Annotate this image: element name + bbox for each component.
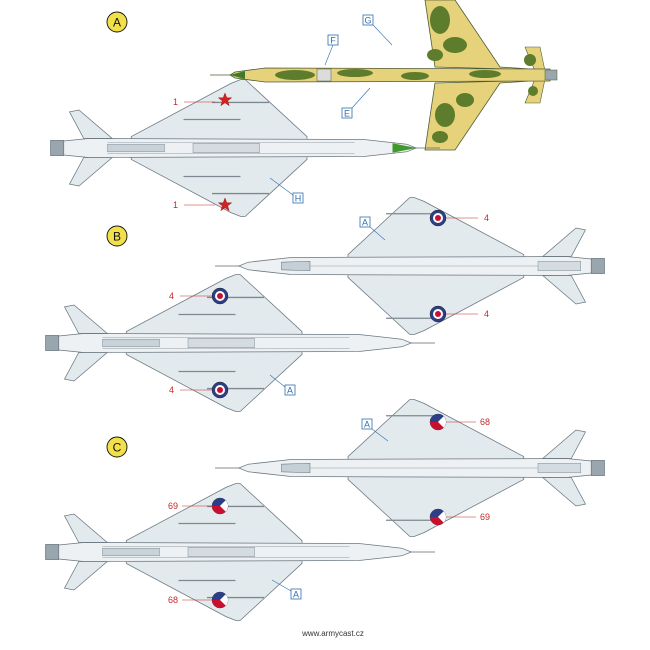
section-a: A <box>49 0 558 218</box>
footer-url: www.armycast.cz <box>301 629 364 638</box>
callout-b-top-upper: 4 <box>484 213 489 223</box>
callout-c-top-upper: 68 <box>480 417 490 427</box>
svg-text:E: E <box>344 109 350 119</box>
callout-a-star-lower: 1 <box>173 200 178 210</box>
roundel-icon <box>211 287 229 305</box>
roundel-icon <box>211 381 229 399</box>
section-a-top-view <box>210 0 558 151</box>
svg-text:F: F <box>330 36 336 46</box>
svg-text:H: H <box>295 194 302 204</box>
section-b: B 4 4 4 4 A A <box>44 197 606 413</box>
section-b-letter: B <box>113 230 121 244</box>
section-b-badge: B <box>106 225 128 247</box>
callout-b-top-lower: 4 <box>484 309 489 319</box>
callout-b-top-A: A <box>359 216 386 241</box>
svg-text:A: A <box>287 386 293 396</box>
roundel-icon <box>211 497 229 515</box>
section-a-letter: A <box>113 16 121 30</box>
section-c: C 68 69 69 68 A A <box>44 399 606 622</box>
roundel-icon <box>429 305 447 323</box>
svg-text:A: A <box>364 420 370 430</box>
callout-c-bottom-A: A <box>271 579 302 600</box>
svg-text:A: A <box>362 218 368 228</box>
callout-c-bottom-lower: 68 <box>168 595 178 605</box>
svg-text:G: G <box>364 16 371 26</box>
callout-c-top-lower: 69 <box>480 512 490 522</box>
roundel-icon <box>429 413 447 431</box>
section-a-badge: A <box>106 11 128 33</box>
roundel-icon <box>211 591 229 609</box>
callout-a-star-upper: 1 <box>173 97 178 107</box>
callout-c-bottom-upper: 69 <box>168 501 178 511</box>
section-c-letter: C <box>113 441 122 455</box>
callout-c-top-A: A <box>361 418 389 442</box>
roundel-icon <box>429 508 447 526</box>
callout-b-bottom-lower: 4 <box>169 385 174 395</box>
callout-a-top-G: G <box>362 14 393 46</box>
callout-a-top-F: F <box>324 34 339 66</box>
roundel-icon <box>429 209 447 227</box>
callout-b-bottom-A: A <box>269 374 296 396</box>
svg-text:A: A <box>293 590 299 600</box>
section-a-bottom-view <box>49 78 441 218</box>
callout-a-bottom-H: H <box>269 177 304 204</box>
section-c-badge: C <box>106 436 128 458</box>
callout-a-top-E: E <box>341 87 371 119</box>
callout-b-bottom-upper: 4 <box>169 291 174 301</box>
